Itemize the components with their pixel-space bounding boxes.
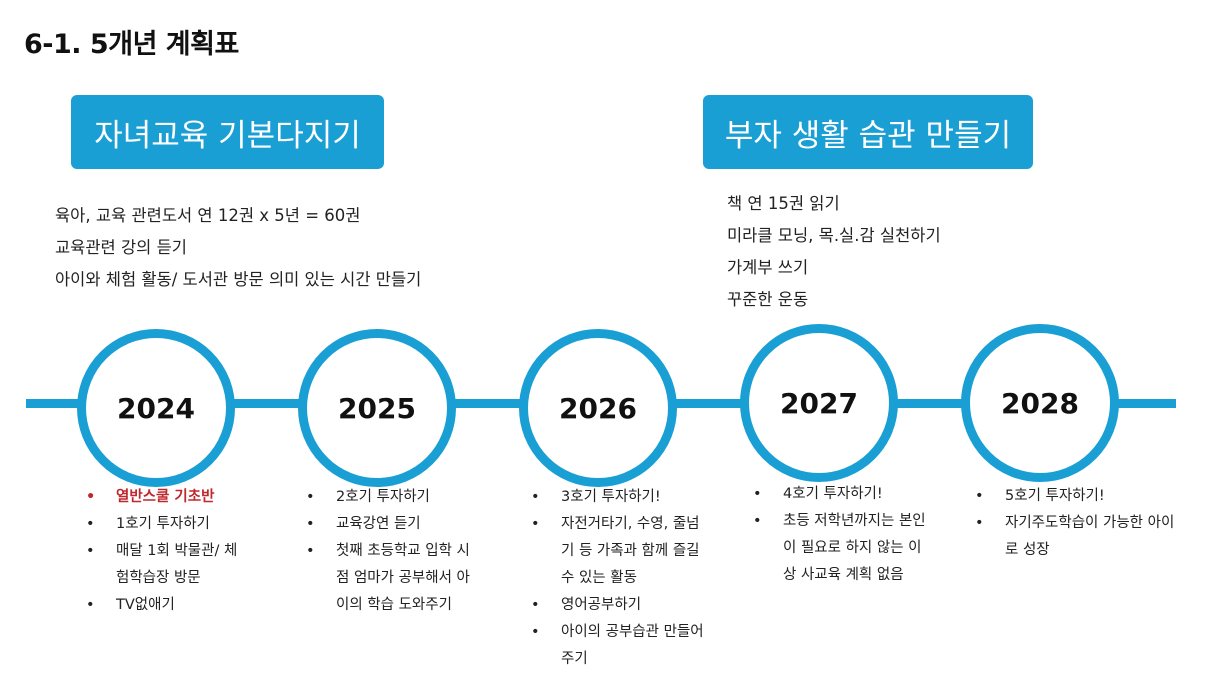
child-education-goals: 육아, 교육 관련도서 연 12권 x 5년 = 60권 교육관련 강의 듣기 …	[55, 204, 421, 300]
banner-wealth-habits: 부자 생활 습관 만들기	[703, 95, 1033, 169]
plan-list-2025: 2호기 투자하기 교육강연 듣기 첫째 초등학교 입학 시점 엄마가 공부해서 …	[306, 484, 476, 619]
list-item: 열반스쿨 기초반	[86, 484, 246, 511]
list-item: 4호기 투자하기!	[753, 481, 928, 508]
goal-item: 책 연 15권 읽기	[727, 194, 840, 213]
list-item: 초등 저학년까지는 본인이 필요로 하지 않는 이상 사교육 계획 없음	[753, 508, 928, 589]
list-item: 자기주도학습이 가능한 아이로 성장	[975, 510, 1175, 564]
year-circle-2026: 2026	[519, 329, 677, 487]
plan-list-2028: 5호기 투자하기! 자기주도학습이 가능한 아이로 성장	[975, 483, 1175, 564]
list-item: 5호기 투자하기!	[975, 483, 1175, 510]
goal-item: 꾸준한 운동	[727, 290, 809, 309]
list-item: 자전거타기, 수영, 줄넘기 등 가족과 함께 즐길 수 있는 활동	[531, 511, 711, 592]
year-circle-2027: 2027	[740, 324, 898, 482]
list-item: 첫째 초등학교 입학 시점 엄마가 공부해서 아이의 학습 도와주기	[306, 538, 476, 619]
list-item: 교육강연 듣기	[306, 511, 476, 538]
page-title: 6-1. 5개년 계획표	[24, 29, 239, 60]
list-item: 매달 1회 박물관/ 체험학습장 방문	[86, 538, 246, 592]
year-circle-2024: 2024	[77, 329, 235, 487]
goal-item: 아이와 체험 활동/ 도서관 방문 의미 있는 시간 만들기	[55, 270, 422, 289]
plan-list-2024: 열반스쿨 기초반 1호기 투자하기 매달 1회 박물관/ 체험학습장 방문 TV…	[86, 484, 246, 619]
banner-child-education: 자녀교육 기본다지기	[71, 95, 384, 169]
list-item: 아이의 공부습관 만들어주기	[531, 619, 711, 673]
list-item: 영어공부하기	[531, 592, 711, 619]
plan-list-2026: 3호기 투자하기! 자전거타기, 수영, 줄넘기 등 가족과 함께 즐길 수 있…	[531, 484, 711, 673]
goal-item: 가계부 쓰기	[727, 258, 809, 277]
wealth-habit-goals: 책 연 15권 읽기 미라클 모닝, 목.실.감 실천하기 가계부 쓰기 꾸준한…	[727, 192, 941, 320]
goal-item: 교육관련 강의 듣기	[55, 238, 187, 257]
list-item: 3호기 투자하기!	[531, 484, 711, 511]
plan-list-2027: 4호기 투자하기! 초등 저학년까지는 본인이 필요로 하지 않는 이상 사교육…	[753, 481, 928, 589]
list-item: 2호기 투자하기	[306, 484, 476, 511]
goal-item: 미라클 모닝, 목.실.감 실천하기	[727, 226, 941, 245]
goal-item: 육아, 교육 관련도서 연 12권 x 5년 = 60권	[55, 206, 361, 225]
year-circle-2025: 2025	[298, 329, 456, 487]
list-item: 1호기 투자하기	[86, 511, 246, 538]
year-circle-2028: 2028	[961, 324, 1119, 482]
list-item: TV없애기	[86, 592, 246, 619]
